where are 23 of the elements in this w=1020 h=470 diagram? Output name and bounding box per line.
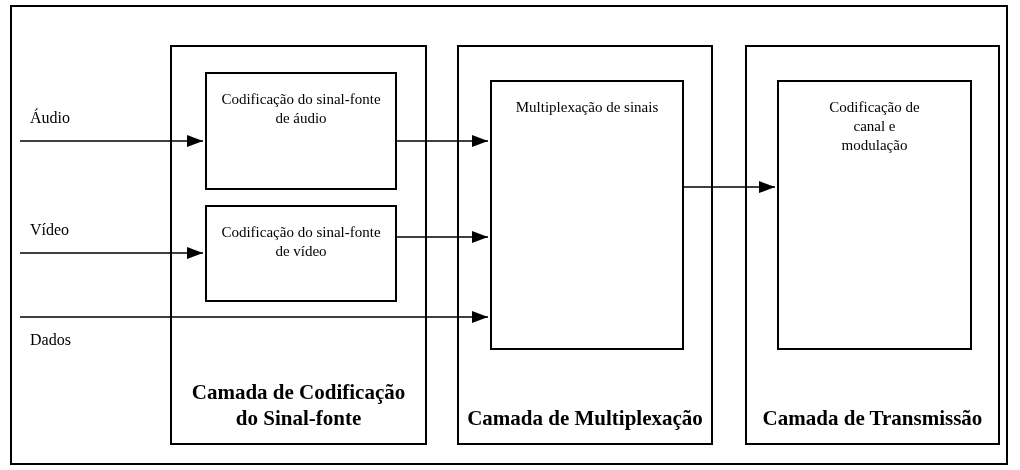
process-box xyxy=(490,80,684,350)
arrow xyxy=(394,231,489,243)
layer-title: Camada de Codificação do Sinal-fonte xyxy=(190,378,407,431)
process-box xyxy=(205,205,397,302)
arrow xyxy=(19,311,489,323)
arrow xyxy=(681,181,776,193)
box-label: Codificação do sinal-fonte de vídeo xyxy=(220,223,382,261)
layer-title: Camada de Transmissão xyxy=(761,404,984,431)
signal-label: Dados xyxy=(30,330,71,350)
layer-box xyxy=(170,45,427,445)
process-box xyxy=(777,80,972,350)
box-label: Codificação do sinal-fonte de áudio xyxy=(220,90,382,128)
arrow xyxy=(19,247,204,259)
process-box xyxy=(205,72,397,190)
arrow xyxy=(19,135,204,147)
box-label: Codificação de canal e modulação xyxy=(828,98,921,155)
box-label: Multiplexação de sinais xyxy=(514,98,660,117)
layer-title: Camada de Multiplexação xyxy=(466,404,704,431)
signal-label: Vídeo xyxy=(30,220,70,240)
signal-label: Áudio xyxy=(30,107,70,128)
arrow xyxy=(394,135,489,147)
layer-box xyxy=(745,45,1000,445)
layer-box xyxy=(457,45,713,445)
